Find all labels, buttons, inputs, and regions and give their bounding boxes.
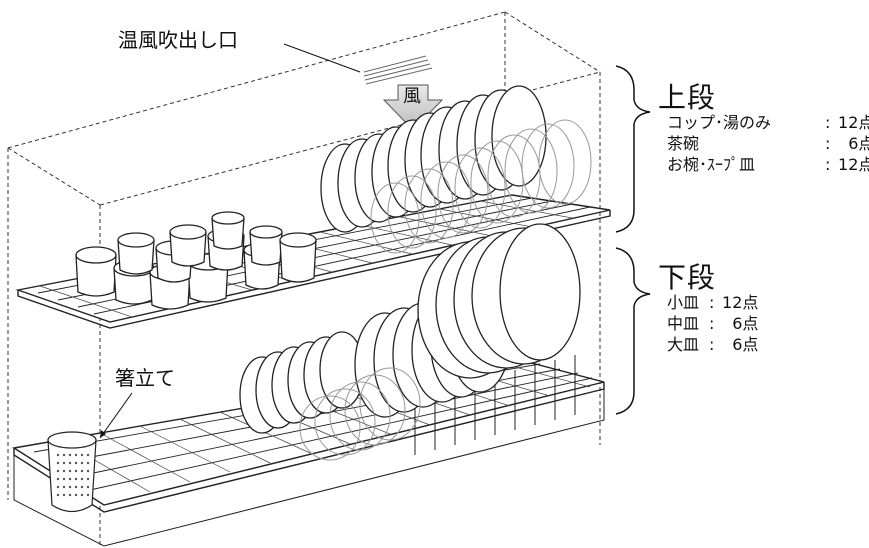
cup [279,232,317,283]
upper-tier-brace [615,65,651,233]
upper-tier-item: 茶碗:6点 [667,133,869,154]
colon: : [709,313,715,333]
lower-tier-item: 中皿:6点 [667,313,758,334]
cup [249,225,283,266]
item-name: 中皿 [667,313,700,333]
chopstick-stand-label: 箸立て [115,366,175,390]
item-name: お椀･ｽｰﾌﾟ皿 [667,154,756,174]
item-qty: 12点 [838,112,869,132]
upper-tier-item: お椀･ｽｰﾌﾟ皿:12点 [667,154,869,175]
item-name: 小皿 [667,292,700,312]
colon: : [709,292,715,312]
item-qty: 6点 [732,334,759,354]
lower-tier-title: 下段 [658,261,717,294]
chopstick-leader-line [99,392,133,439]
chopstick-stand [47,431,97,513]
cup [169,224,207,267]
cups [75,211,317,310]
lower-tier-list: 小皿:12点 中皿:6点 大皿:6点 [667,292,758,355]
item-name: 茶碗 [667,133,700,153]
colon: : [825,112,831,132]
air-outlet-vent [363,55,433,85]
upper-bowls-transparent [370,119,592,254]
colon: : [709,334,715,354]
colon: : [825,154,831,174]
wind-label: 風 [403,86,421,107]
upper-tier-list: コップ･湯のみ:12点 茶碗:6点 お椀･ｽｰﾌﾟ皿:12点 [667,112,869,175]
item-name: 大皿 [667,334,700,354]
item-qty: 12点 [838,154,869,174]
warm-air-outlet-label: 温風吹出し口 [118,28,238,52]
cup [75,246,117,297]
item-qty: 6点 [732,313,759,333]
cup [211,211,245,250]
upper-tier-title: 上段 [658,81,717,114]
item-qty: 12点 [722,292,759,312]
lower-plates [239,223,581,434]
lower-plates-transparent [299,367,421,461]
outlet-leader-line [283,43,361,73]
colon: : [825,133,831,153]
lower-tier-brace [615,247,651,415]
item-qty: 6点 [848,133,869,153]
upper-tier-item: コップ･湯のみ:12点 [667,112,869,133]
lower-tier-item: 小皿:12点 [667,292,758,313]
item-name: コップ･湯のみ [667,112,772,132]
lower-tier-item: 大皿:6点 [667,334,758,355]
cup [117,232,155,275]
